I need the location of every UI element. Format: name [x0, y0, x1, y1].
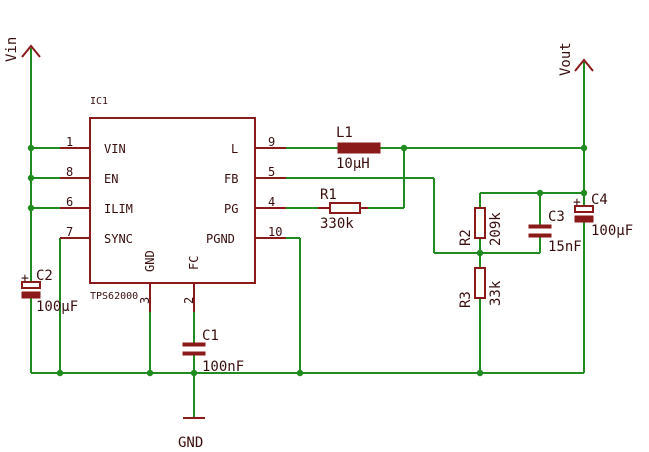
- r2-ref: R2: [458, 229, 474, 246]
- c1-value: 100nF: [202, 359, 244, 375]
- c4-plus: +: [573, 195, 581, 210]
- c4-value: 100µF: [591, 223, 633, 239]
- ic1-body: [89, 117, 256, 284]
- vin-arrow: [21, 44, 41, 58]
- junction-vin-8: [27, 174, 35, 182]
- r3-ref: R3: [458, 291, 474, 308]
- capacitor-c4: [574, 205, 594, 223]
- pin-name-sync: SYNC: [104, 232, 133, 246]
- pin-num-ilim: 6: [66, 195, 73, 209]
- c3-ref: C3: [548, 209, 565, 225]
- pin-num-vin: 1: [66, 135, 73, 149]
- pin-name-ilim: ILIM: [104, 202, 133, 216]
- junction-gnd-r3: [476, 369, 484, 377]
- pin-num-gnd: 3: [138, 297, 152, 304]
- r3-value: 33k: [488, 280, 504, 306]
- gnd-label: GND: [178, 435, 203, 451]
- pin-name-gnd: GND: [143, 250, 157, 272]
- vout-arrow: [574, 58, 594, 72]
- junction-gnd-sync: [56, 369, 64, 377]
- l1-ref: L1: [336, 125, 353, 141]
- pin-name-pg: PG: [224, 202, 238, 216]
- vin-label: Vin: [4, 37, 20, 62]
- capacitor-c1: [182, 312, 206, 356]
- c3-value: 15nF: [548, 239, 582, 255]
- junction-vin-6: [27, 204, 35, 212]
- junction-gnd-c1: [190, 369, 198, 377]
- pin-num-fb: 5: [268, 165, 275, 179]
- capacitor-c2: [21, 281, 41, 299]
- junction-gnd-pin3: [146, 369, 154, 377]
- pin-name-fc: FC: [187, 256, 201, 270]
- r1-ref: R1: [320, 187, 337, 203]
- junction-gnd-pgnd: [296, 369, 304, 377]
- pin-name-en: EN: [104, 172, 118, 186]
- ic1-ref: IC1: [90, 96, 108, 107]
- junction-vout-l1: [580, 144, 588, 152]
- pin-name-vin: VIN: [104, 142, 126, 156]
- resistor-r1: [318, 202, 368, 214]
- pin-name-l: L: [231, 142, 238, 156]
- pin-num-pg: 4: [268, 195, 275, 209]
- pin-name-fb: FB: [224, 172, 238, 186]
- junction-l1-r1: [400, 144, 408, 152]
- l1-value: 10µH: [336, 156, 370, 172]
- vout-label: Vout: [558, 42, 574, 76]
- pin-name-pgnd: PGND: [206, 232, 235, 246]
- pin-num-l: 9: [268, 135, 275, 149]
- pin-num-fc: 2: [182, 297, 196, 304]
- capacitor-c3: [528, 224, 552, 238]
- junction-fb-mid: [476, 249, 484, 257]
- ic1-part: TPS62000: [90, 291, 138, 302]
- pin-num-sync: 7: [66, 225, 73, 239]
- resistor-r3: [474, 267, 486, 299]
- ic1: [60, 117, 286, 312]
- junctions: [27, 144, 588, 377]
- r1-value: 330k: [320, 216, 354, 232]
- junction-vin-1: [27, 144, 35, 152]
- junction-vout-divider: [580, 189, 588, 197]
- c2-ref: C2: [36, 268, 53, 284]
- resistor-r2: [474, 207, 486, 239]
- c1-ref: C1: [202, 328, 219, 344]
- pin-num-en: 8: [66, 165, 73, 179]
- r2-value: 209k: [488, 212, 504, 246]
- c4-ref: C4: [591, 192, 608, 208]
- junction-c3-top: [536, 189, 544, 197]
- c2-value: 100µF: [36, 299, 78, 315]
- pin-num-pgnd: 10: [268, 225, 282, 239]
- inductor-l1: [337, 142, 381, 154]
- c2-plus: +: [21, 271, 29, 286]
